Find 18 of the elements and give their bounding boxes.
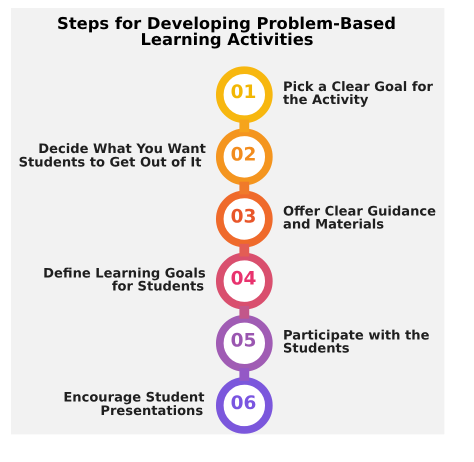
diagram-title: Steps for Developing Problem-Based Learning Activities [56, 14, 396, 50]
node-circle: 02 [215, 128, 272, 186]
node-label: Encourage Student Presentations [62, 390, 204, 419]
connector [238, 306, 249, 319]
connector [238, 182, 249, 194]
connector [238, 244, 249, 257]
node-circle: 06 [215, 377, 272, 434]
node-label: Pick a Clear Goal for the Activity [282, 80, 432, 108]
node-label: Decide What You Want Students to Get Out of It [18, 142, 206, 170]
node-circle: 01 [215, 66, 272, 124]
connector [238, 120, 249, 132]
node-circle: 03 [215, 190, 272, 248]
node-label: Define Learning Goals for Students [42, 266, 206, 295]
connector [238, 368, 249, 381]
node-label: Offer Clear Guidance and Materials [282, 204, 436, 232]
node-circle: 04 [215, 252, 272, 310]
node-circle: 05 [215, 314, 272, 372]
node-label: Participate with the Students [282, 328, 429, 357]
